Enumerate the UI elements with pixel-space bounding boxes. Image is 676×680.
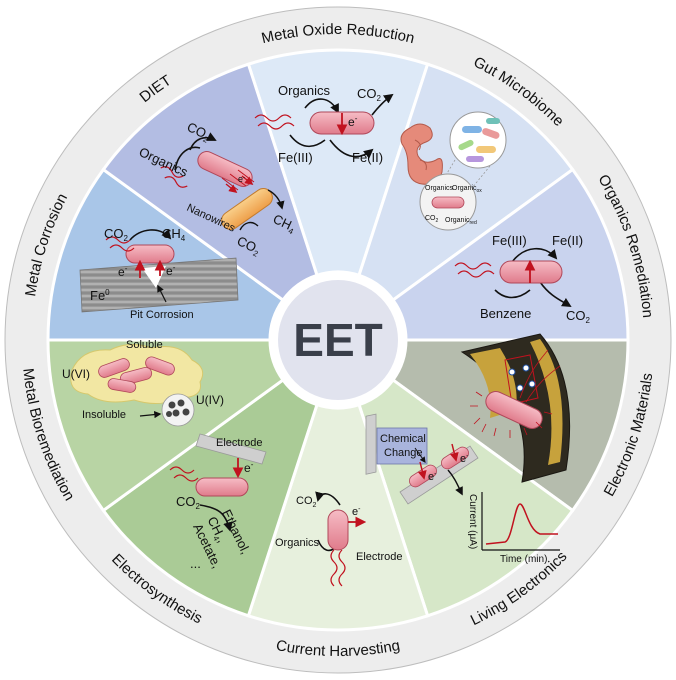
bacterium-icon xyxy=(327,509,349,551)
label-benzene: Benzene xyxy=(480,306,531,321)
label-organic-red: Organicred xyxy=(445,217,477,226)
label-gut-co2: CO2 xyxy=(425,215,439,224)
label-co2-2: CO2 xyxy=(234,233,263,259)
label-electron: e- xyxy=(428,471,437,483)
label-u6: U(VI) xyxy=(62,367,90,381)
label-chemical: Chemical xyxy=(380,433,426,445)
ring-label: Current Harvesting xyxy=(275,637,402,660)
label-insoluble: Insoluble xyxy=(82,409,126,421)
current-trace xyxy=(485,503,558,545)
label-organics: Organics xyxy=(278,83,331,98)
label-u4: U(IV) xyxy=(196,393,224,407)
bacterium-icon xyxy=(499,260,563,284)
center-circle xyxy=(278,280,398,400)
segment-living-electronics: Chemical Change e- e- Current (μA) Time … xyxy=(376,427,560,565)
label-co2: CO2 xyxy=(176,494,201,511)
electrode-icon xyxy=(365,413,377,475)
microbe-zoom-circle xyxy=(449,111,507,169)
intestine-icon xyxy=(400,123,443,185)
label-organic-ox: Organicox xyxy=(452,185,482,194)
bacterium-icon xyxy=(125,244,175,264)
label-organics: Organics xyxy=(275,537,320,549)
label-ch4: CH4, xyxy=(203,514,230,546)
label-co2: CO2 xyxy=(104,226,129,243)
label-fe2: Fe(II) xyxy=(552,233,583,248)
segment-gut-microbiome: Organics Organicox CO2 Organicred xyxy=(400,111,507,231)
bacterium-icon xyxy=(485,391,543,429)
electrode-icon xyxy=(195,433,267,465)
label-co2: CO2 xyxy=(296,495,317,509)
label-electron: e- xyxy=(348,114,358,129)
label-electron: e- xyxy=(352,506,361,518)
label-ch4: CH4 xyxy=(162,226,186,243)
label-fe2: Fe(II) xyxy=(352,150,383,165)
center-title: EET xyxy=(293,314,382,366)
segment-metal-corrosion: CO2 CH4 e- e- Fe0 Pit Corrosion xyxy=(79,226,239,321)
label-fe0: Fe0 xyxy=(90,288,110,303)
label-electrode: Electrode xyxy=(216,437,262,449)
segment-current-harvesting: CO2 Organics e- Electrode xyxy=(275,413,402,587)
label-soluble: Soluble xyxy=(126,339,163,351)
label-time: Time (min) xyxy=(500,554,547,565)
label-electron-2: e- xyxy=(460,453,469,465)
label-co2: CO2 xyxy=(566,308,591,325)
label-electron: e- xyxy=(244,460,254,475)
chemical-change-box xyxy=(376,427,428,465)
insoluble-zoom-circle xyxy=(161,393,195,427)
label-ch4: CH4 xyxy=(270,211,299,236)
label-change: Change xyxy=(384,447,423,459)
segment-electrosynthesis: Electrode e- CO2 Ethanol, CH4, Acetate, … xyxy=(169,433,267,571)
bacterium-icon xyxy=(195,477,249,497)
label-electron: e- xyxy=(238,174,245,184)
label-gut-organics: Organics xyxy=(425,185,454,192)
label-pit-corrosion: Pit Corrosion xyxy=(130,309,194,321)
label-fe3: Fe(III) xyxy=(492,233,527,248)
segment-electronic-materials xyxy=(460,333,571,483)
label-fe3: Fe(III) xyxy=(278,150,313,165)
label-co2: CO2 xyxy=(184,119,213,145)
label-electron: e- xyxy=(118,264,128,279)
segment-organics-remediation: Fe(III) Fe(II) Benzene CO2 xyxy=(454,233,591,325)
label-co2: CO2 xyxy=(357,86,382,103)
label-electron-2: e- xyxy=(166,263,176,278)
label-electrode: Electrode xyxy=(356,551,402,563)
label-current: Current (μA) xyxy=(467,494,478,549)
label-etc: ... xyxy=(190,556,201,571)
segment-metal-bioremediation: Soluble U(VI) U(IV) Insoluble xyxy=(62,339,224,427)
segment-metal-oxide-reduction: Organics CO2 e- Fe(III) Fe(II) xyxy=(254,83,394,165)
